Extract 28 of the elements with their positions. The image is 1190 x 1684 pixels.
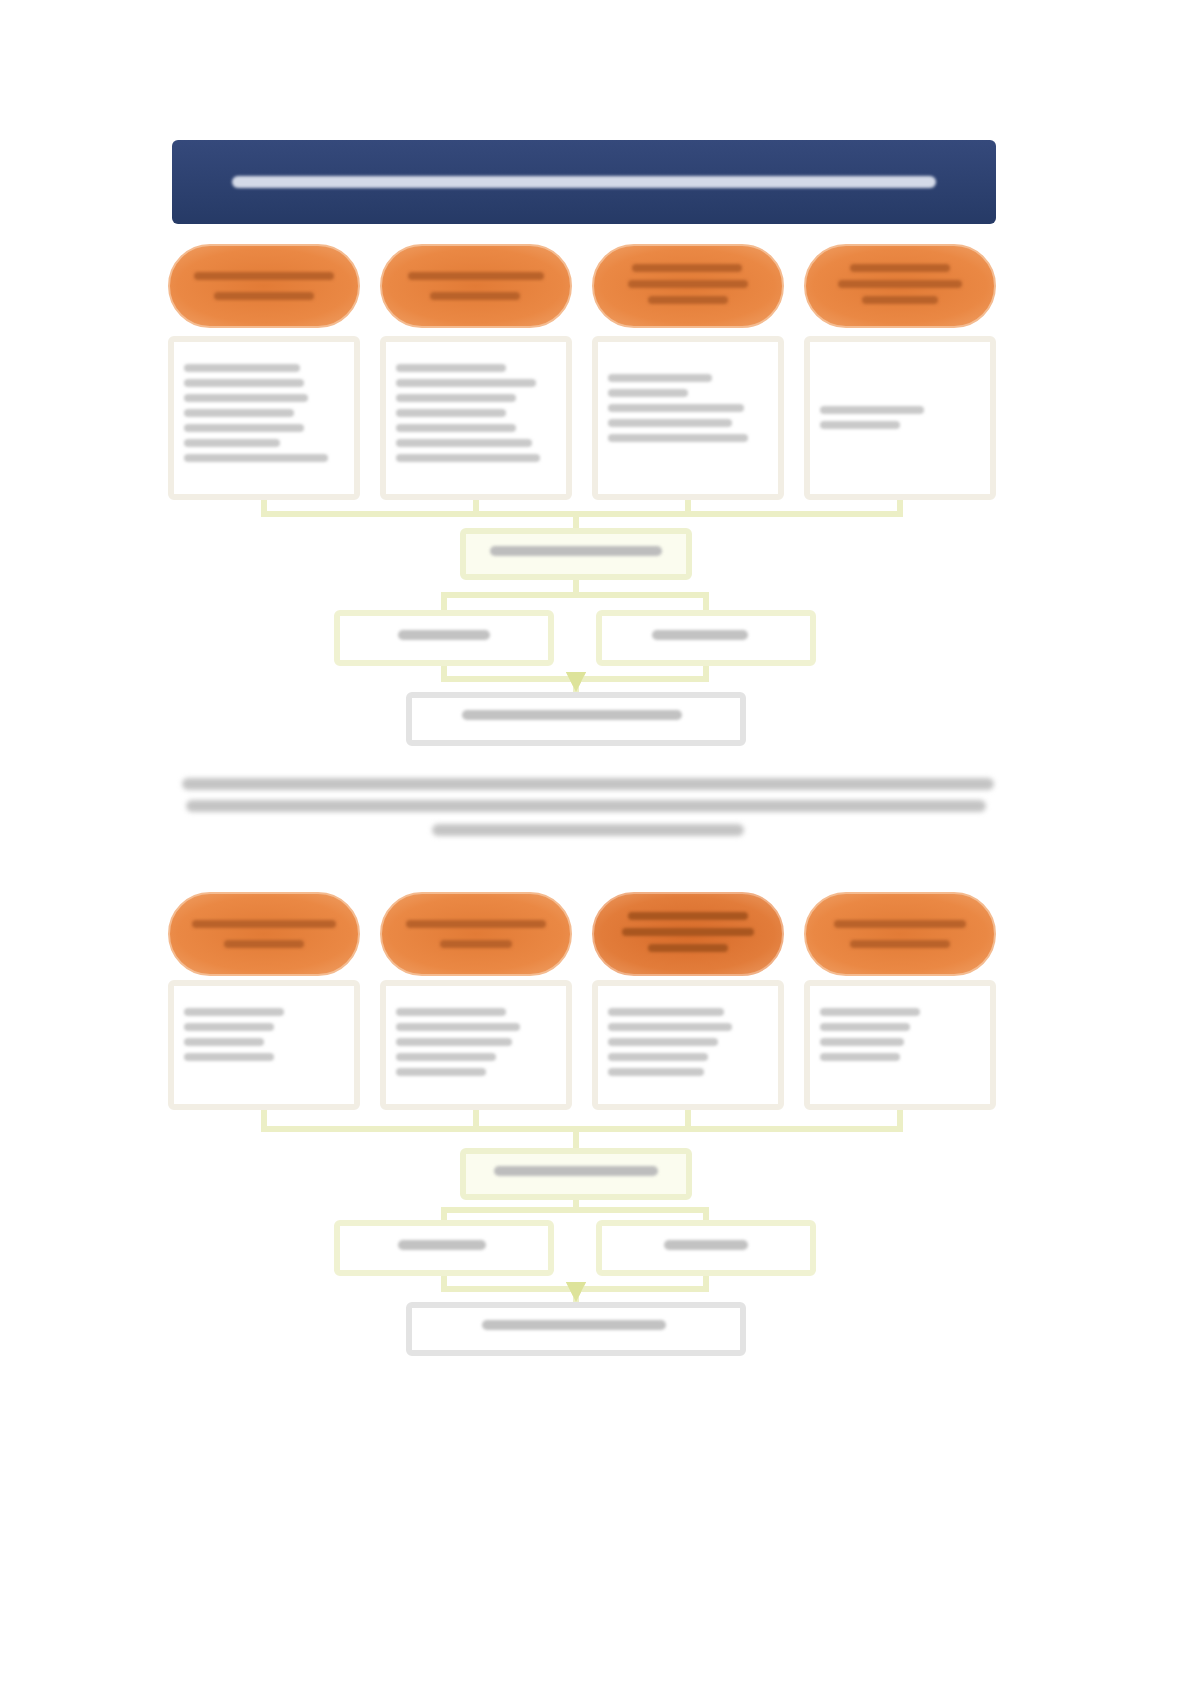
factor-box (460, 1148, 692, 1200)
category-pill (380, 892, 572, 976)
arrow (566, 1276, 709, 1302)
arrow (566, 666, 709, 692)
category-pill (592, 892, 784, 976)
text-panel (380, 336, 572, 500)
text-panel (804, 336, 996, 500)
factor-box (460, 528, 692, 580)
text-panel (804, 980, 996, 1110)
option-box (596, 610, 816, 666)
option-box (334, 1220, 554, 1276)
category-pill (168, 244, 360, 328)
text-panel (592, 980, 784, 1110)
result-box (406, 692, 746, 746)
text-panel (168, 336, 360, 500)
option-box (334, 610, 554, 666)
category-pill (592, 244, 784, 328)
text-panel (380, 980, 572, 1110)
category-pill (804, 892, 996, 976)
text-panel (592, 336, 784, 500)
category-pill (168, 892, 360, 976)
connector-line (573, 580, 709, 610)
text-panel (168, 980, 360, 1110)
title-banner (172, 140, 996, 224)
option-box (596, 1220, 816, 1276)
category-pill (804, 244, 996, 328)
result-box (406, 1302, 746, 1356)
category-pill (380, 244, 572, 328)
